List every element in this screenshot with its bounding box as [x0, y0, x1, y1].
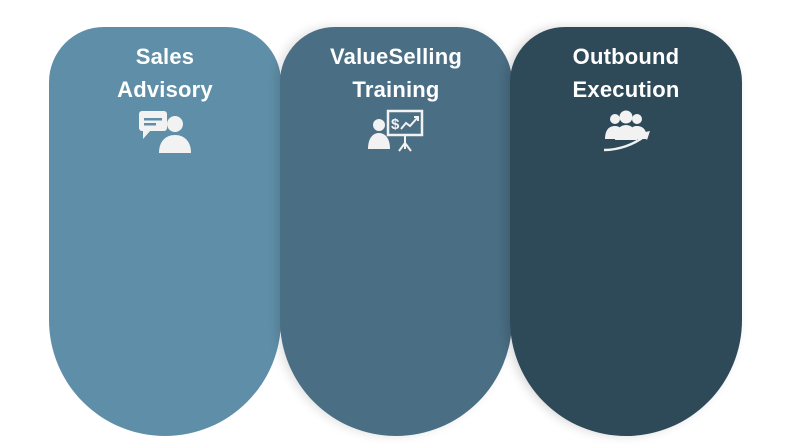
- pillar-title: ValueSelling Training: [280, 40, 512, 106]
- pillar-title-line1: Sales: [135, 44, 195, 69]
- team-growth-icon: [596, 109, 656, 155]
- pillar-title-line2: Execution: [572, 77, 680, 102]
- pillar-valueselling-training: ValueSelling Training $: [280, 27, 512, 436]
- advisor-chat-icon: [135, 109, 195, 155]
- presentation-board-icon: $: [366, 109, 426, 155]
- pillar-title: Sales Advisory: [49, 40, 281, 106]
- pillar-outbound-execution: Outbound Execution: [510, 27, 742, 436]
- pillar-sales-advisory: Sales Advisory: [49, 27, 281, 436]
- pillar-title-line1: ValueSelling: [329, 44, 462, 69]
- pillar-title-line2: Training: [352, 77, 440, 102]
- pillar-title-line2: Advisory: [117, 77, 213, 102]
- pillar-title: Outbound Execution: [510, 40, 742, 106]
- svg-text:$: $: [391, 116, 400, 133]
- pillar-title-line1: Outbound: [572, 44, 680, 69]
